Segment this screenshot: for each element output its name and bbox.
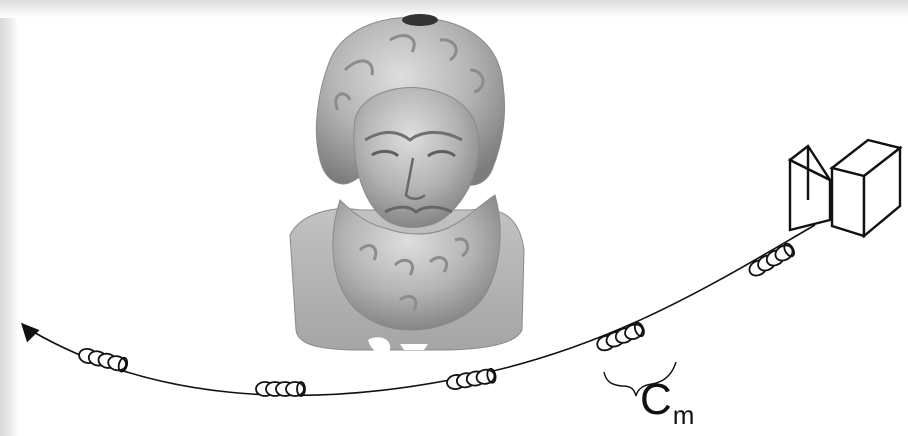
bust-sculpture-icon	[290, 14, 524, 353]
camera-group-label-subscript: m	[673, 400, 695, 430]
camera-group	[256, 382, 305, 396]
camera-group-label: Cm	[640, 378, 694, 422]
camera-group-label-main: C	[640, 375, 672, 424]
camera-group	[78, 347, 129, 372]
video-camera-icon	[790, 140, 900, 236]
camera-group	[446, 368, 497, 390]
camera-group	[595, 322, 646, 353]
